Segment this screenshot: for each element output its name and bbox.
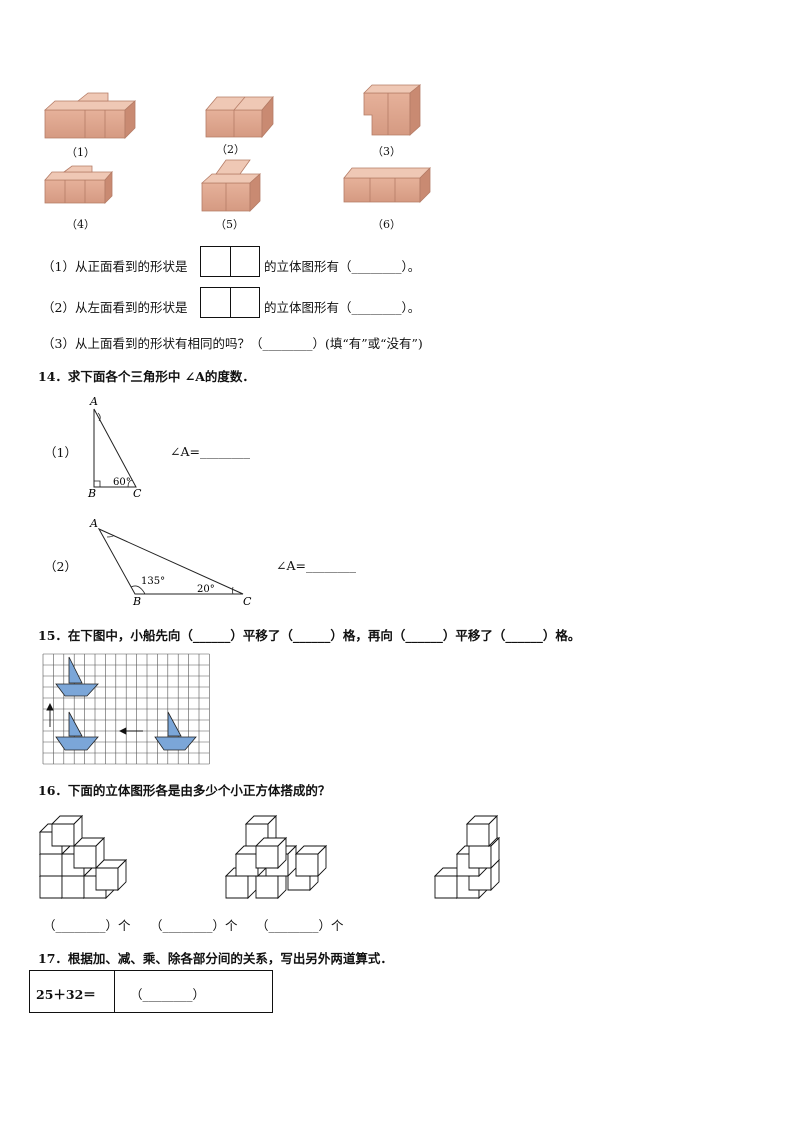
tri2-angle-c: 20° <box>197 584 215 595</box>
q17-title: 17．根据加、减、乘、除各部分间的关系，写出另外两道算式． <box>38 951 393 966</box>
cube-stack-1 <box>39 815 127 899</box>
tri2-vertex-c: C <box>243 595 252 608</box>
q14-part2-answer: ∠A=________ <box>276 558 356 573</box>
figure-3 <box>363 84 422 136</box>
q17-answer: （________） <box>130 987 206 1002</box>
tri2-vertex-b: B <box>132 595 141 608</box>
q13-item1-prefix: （1）从正面看到的形状是 <box>42 259 188 274</box>
q14-part2-label: （2） <box>44 559 77 574</box>
q16-answer-3: （________）个 <box>256 918 344 933</box>
tri1-vertex-a: A <box>89 395 98 408</box>
figure-5 <box>200 159 262 212</box>
q16-title: 16．下面的立体图形各是由多少个小正方体搭成的？ <box>38 783 331 798</box>
figure-label-3: （3） <box>372 145 401 158</box>
boat-bottom-right <box>154 711 197 751</box>
figure-label-1: （1） <box>66 146 95 159</box>
q13-item3: （3）从上面看到的形状有相同的吗？（________）(填“有”或“没有”) <box>42 336 423 351</box>
boat-top <box>55 656 99 697</box>
q15-title: 15．在下图中，小船先向（______）平移了（______）格，再向（____… <box>38 628 581 643</box>
cube-stack-3 <box>434 815 500 899</box>
triangle-1: A B C 60° <box>87 395 142 500</box>
figure-label-6: （6） <box>372 218 401 231</box>
cube-stacks-q16 <box>39 815 500 899</box>
figure-6 <box>343 167 431 203</box>
boat-bottom-left <box>55 711 99 751</box>
q13-item1-suffix: 的立体图形有（________）。 <box>264 259 421 274</box>
cube-figures-q13 <box>43 84 431 212</box>
figure-label-5: （5） <box>215 218 244 231</box>
grid-boat-figure <box>42 653 210 765</box>
figure-label-4: （4） <box>66 218 95 231</box>
q16-answer-1: （________）个 <box>43 918 131 933</box>
q13-item2-suffix: 的立体图形有（________）。 <box>264 300 421 315</box>
tri1-vertex-b: B <box>87 487 96 500</box>
figure-1 <box>43 92 137 139</box>
figure-label-2: （2） <box>216 143 245 156</box>
tri2-angle-b: 135° <box>141 576 165 587</box>
arrow-left-icon <box>118 727 143 735</box>
two-square-shape-1 <box>200 246 260 277</box>
figure-2 <box>205 95 274 139</box>
figure-4 <box>44 165 113 204</box>
cube-stack-2 <box>225 815 327 899</box>
two-square-shape-2 <box>200 287 260 318</box>
q14-part1-label: （1） <box>44 445 77 460</box>
triangle-2: A B C 135° 20° <box>89 517 252 608</box>
q17-table: 25＋32＝ （________） <box>29 970 273 1013</box>
q14-part1-answer: ∠A=________ <box>170 444 250 459</box>
q17-expression: 25＋32＝ <box>36 987 96 1002</box>
tri2-vertex-a: A <box>89 517 98 530</box>
q14-title: 14．求下面各个三角形中 ∠A的度数． <box>38 369 255 384</box>
arrow-up-icon <box>46 702 54 727</box>
tri1-vertex-c: C <box>133 487 142 500</box>
tri1-angle-c: 60° <box>113 477 131 488</box>
q13-item2-prefix: （2）从左面看到的形状是 <box>42 300 188 315</box>
q16-answer-2: （________）个 <box>150 918 238 933</box>
